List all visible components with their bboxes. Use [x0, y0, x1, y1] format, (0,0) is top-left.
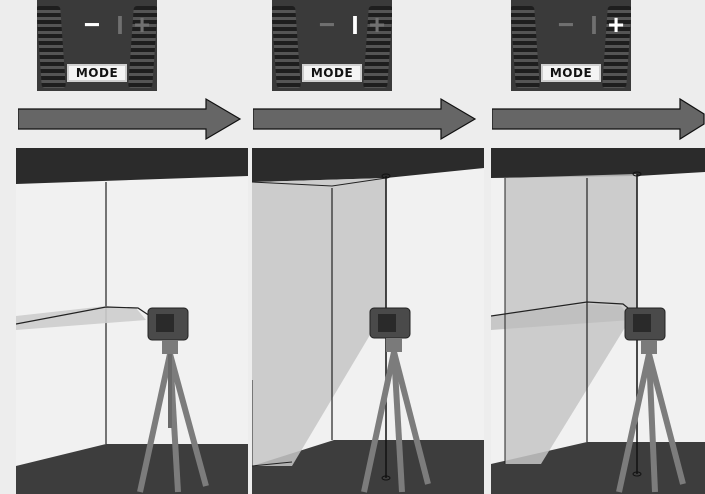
room-scene-horizontal [16, 148, 248, 494]
laser-plane-horizontal [16, 306, 146, 330]
arrow-right-icon [253, 97, 477, 141]
mode-button[interactable]: MODE [67, 64, 127, 82]
plus-icon[interactable]: + [129, 10, 155, 40]
arrow-right-icon [492, 97, 705, 141]
grip-left [272, 6, 301, 88]
grip-left [511, 6, 540, 88]
mode-button[interactable]: MODE [302, 64, 362, 82]
minus-icon[interactable]: − [79, 10, 105, 40]
control-panel-3: − I + MODE [511, 0, 631, 91]
floor [16, 444, 248, 494]
laser-plane-vertical [252, 178, 386, 466]
room-scene-vertical [252, 148, 484, 494]
minus-icon[interactable]: − [553, 10, 579, 40]
ceiling [491, 148, 705, 178]
room-scene-cross [491, 148, 705, 494]
control-panel-1: − I + MODE [37, 0, 157, 91]
ceiling [252, 148, 484, 182]
minus-icon[interactable]: − [314, 10, 340, 40]
plus-icon[interactable]: + [364, 10, 390, 40]
plus-icon[interactable]: + [603, 10, 629, 40]
ceiling [16, 148, 248, 184]
mode-button[interactable]: MODE [541, 64, 601, 82]
grip-left [37, 6, 66, 88]
control-panel-2: − I + MODE [272, 0, 392, 91]
arrow-right-icon [18, 97, 242, 141]
